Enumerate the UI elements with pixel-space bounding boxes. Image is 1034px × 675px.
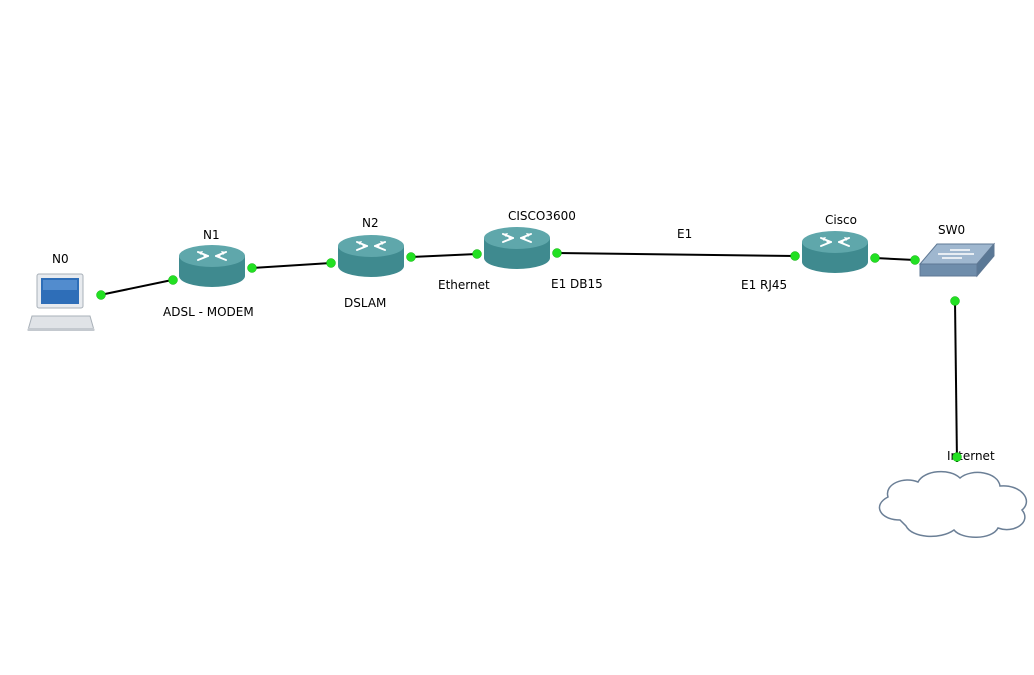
node-label-cisco3600: CISCO3600 [508, 209, 576, 223]
switch-icon[interactable] [918, 242, 996, 278]
interface-label-e1-rj45: E1 RJ45 [741, 278, 787, 292]
port-status-icon [790, 251, 800, 261]
laptop-icon[interactable] [27, 273, 95, 331]
router-icon[interactable] [483, 226, 551, 270]
link-label-e1: E1 [677, 227, 692, 241]
link-n1-n2[interactable] [251, 262, 332, 269]
router-icon[interactable] [178, 244, 246, 288]
node-label-n1: N1 [203, 228, 220, 242]
link-n0-n1[interactable] [99, 279, 173, 296]
interface-label-ethernet: Ethernet [438, 278, 490, 292]
port-status-icon [168, 275, 178, 285]
port-status-icon [950, 296, 960, 306]
node-label-n0: N0 [52, 252, 69, 266]
node-sublabel-n1: ADSL - MODEM [163, 305, 254, 319]
link-cisco-sw0[interactable] [874, 257, 916, 261]
port-status-icon [870, 253, 880, 263]
port-status-icon [326, 258, 336, 268]
link-e1[interactable] [556, 252, 796, 257]
port-status-icon [952, 452, 962, 462]
router-icon[interactable] [337, 234, 405, 278]
port-status-icon [406, 252, 416, 262]
node-label-sw0: SW0 [938, 223, 965, 237]
interface-label-e1-db15: E1 DB15 [551, 277, 603, 291]
port-status-icon [96, 290, 106, 300]
node-label-n2: N2 [362, 216, 379, 230]
port-status-icon [910, 255, 920, 265]
node-sublabel-n2: DSLAM [344, 296, 386, 310]
port-status-icon [247, 263, 257, 273]
port-status-icon [472, 249, 482, 259]
cloud-icon[interactable] [878, 470, 1028, 538]
router-icon[interactable] [801, 230, 869, 274]
port-status-indicators [96, 248, 962, 462]
port-status-icon [552, 248, 562, 258]
node-label-cisco: Cisco [825, 213, 857, 227]
link-sw0-internet[interactable] [954, 300, 958, 463]
link-n2-cisco3600[interactable] [410, 253, 478, 258]
